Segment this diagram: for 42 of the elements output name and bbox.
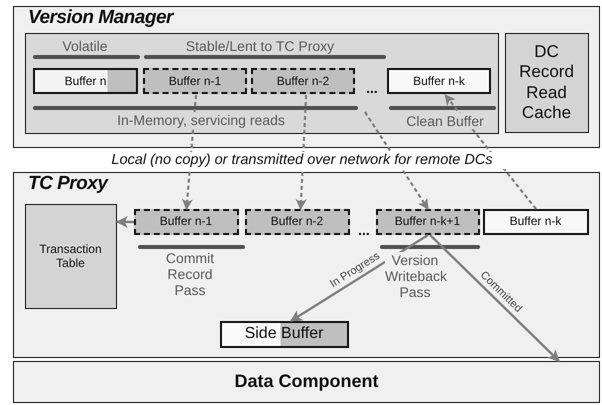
buffer-box <box>251 68 355 94</box>
box-label: Buffer n-2 <box>270 214 324 229</box>
arrow <box>429 234 560 362</box>
arrow <box>182 94 198 210</box>
arrow <box>116 216 134 228</box>
box-label: Buffer n-k+1 <box>394 214 460 229</box>
section-label: In-Memory, servicing reads <box>115 112 287 128</box>
box-label: Buffer n-k <box>413 74 465 88</box>
container-box <box>13 172 600 358</box>
arrow <box>296 94 308 210</box>
box-label: Buffer n-1 <box>168 74 222 88</box>
section-label: Version Writeback Pass <box>385 252 445 300</box>
box-label: Data Component <box>234 371 378 393</box>
ellipsis: ... <box>357 222 371 238</box>
box-label: Transaction Table <box>38 242 103 270</box>
buffer-box <box>33 68 138 94</box>
box-title: TC Proxy <box>28 173 108 196</box>
section-label: Commit Record Pass <box>164 250 216 298</box>
box-label: Buffer n-1 <box>160 214 212 229</box>
buffer-box <box>387 68 491 94</box>
buffer-box <box>143 68 247 94</box>
component-box <box>13 361 600 403</box>
arrow <box>290 234 429 322</box>
box-label: Buffer n-2 <box>276 74 330 88</box>
box-label: Buffer n <box>64 74 106 88</box>
buffer-box <box>134 208 238 234</box>
section-label: Volatile <box>61 38 109 54</box>
buffer-box <box>220 320 348 348</box>
cache-box <box>504 32 588 132</box>
container-box <box>13 6 600 148</box>
box-title: Version Manager <box>28 7 173 30</box>
buffer-box <box>244 208 350 234</box>
section-label: Stable/Lent to TC Proxy <box>184 38 336 54</box>
buffer-box <box>376 208 480 234</box>
box-label: Side Buffer <box>244 324 324 344</box>
box-label: DC Record Read Cache <box>518 42 575 124</box>
arrow <box>444 94 537 210</box>
ellipsis: ... <box>365 80 379 96</box>
box-label: Buffer n-k <box>510 214 562 229</box>
arrow <box>364 111 429 210</box>
buffer-box <box>482 208 588 234</box>
table-box <box>24 204 116 308</box>
